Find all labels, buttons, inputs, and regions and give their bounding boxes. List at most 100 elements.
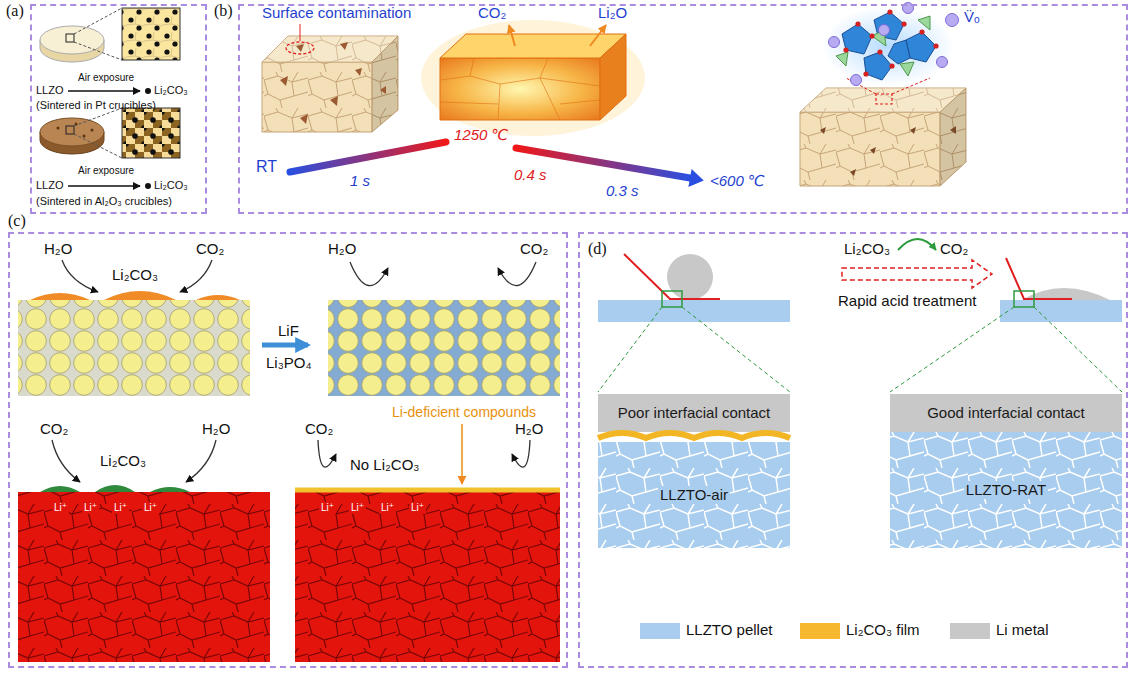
sintered-block [800,112,940,186]
contaminated-pellet [196,295,240,300]
sintered-block [870,147,876,154]
contaminated-block [262,62,372,132]
wetting-scene [598,307,662,392]
crystal-structure [863,71,868,76]
sintered-block [910,127,916,134]
wetting-scene [682,307,790,392]
heated-block [421,20,645,136]
layer-label: Poor interfacial contact [618,404,771,421]
ion-label: Li⁺ [82,502,99,514]
crystal-structure [843,47,848,52]
panel-frame: (b) [238,4,1128,214]
contaminated-block [330,96,338,106]
contaminated-block [262,24,398,132]
crystal-structure [822,3,959,87]
heating-profile [688,169,703,187]
callout-label: Li-deficient compounds [392,404,536,420]
electrolyte-cross-section [40,486,80,492]
treatment-arrow [842,239,992,288]
electrolyte-cross-section [95,485,135,492]
temperature-label: 1250 ℃ [454,126,508,143]
gas-formula: CO₂ [40,420,68,437]
crystal-structure [937,57,948,68]
electrolyte-block: Li⁺Li⁺Li⁺Li⁺ [295,492,560,662]
contaminated-block [340,42,348,50]
ion-label: Li⁺ [349,502,366,514]
crystal-structure [901,21,906,26]
wetting-scene [598,442,790,548]
wetting-scene [598,300,790,322]
panel-label: (b) [214,2,233,20]
product-formula: Li₂CO₃ [154,84,188,97]
heated-block [590,25,606,46]
electrolyte-cross-section [295,488,560,493]
gas-formula: CO₂ [305,420,333,437]
crystal-structure [829,3,948,86]
electrolyte-block: Li⁺Li⁺Li⁺Li⁺ [18,492,270,662]
additive-arrow [262,343,308,348]
crystal-structure [836,16,930,76]
wetting-scene [1000,300,1122,322]
wetting-scene [890,432,1122,548]
defect-symbol: V̈ₒ [964,8,980,25]
temperature-label: <600 ℃ [710,172,765,189]
heated-block [440,58,600,120]
process-note: Rapid acid treatment [838,292,976,309]
time-label: 0.3 s [606,182,639,199]
sintered-block [820,127,826,134]
contaminated-pellet [18,260,250,396]
heated-block [440,34,626,58]
li-metal-layer: Poor interfacial contact [598,394,790,432]
electrolyte-cross-section [318,440,336,467]
reaction-arrow [68,90,140,91]
sintered-block [876,94,892,104]
time-label: 0.4 s [514,166,547,183]
gas-formula: CO₂ [940,240,968,257]
electrolyte-cross-section [18,424,560,662]
crystal-structure [889,63,894,68]
gas-formula: Li₂O [598,4,627,21]
ion-label: Li⁺ [112,502,129,514]
crystal-structure [829,37,840,48]
legend-label: LLZTO pellet [686,621,772,638]
crystal-structure [843,9,938,76]
panel-label: (a) [6,2,24,20]
material-label: LLZO [36,84,64,97]
pellet-alumina [74,134,122,158]
protected-pellet [328,300,560,396]
crystal-structure [877,49,882,54]
wetting-scene [890,394,1122,432]
electrolyte-cross-section [512,440,530,467]
contaminated-block [355,68,362,76]
pellet-pt [74,42,122,60]
electrolyte-cross-section [150,487,190,492]
callout-label: Surface contamination [262,4,411,21]
additive-formula: Li₃PO₄ [266,354,312,371]
wetting-scene [1014,291,1034,307]
pellet-pt [40,8,180,62]
additive-arrow [262,345,308,346]
sintered-block [850,169,856,176]
product-formula: Li₂CO₃ [100,452,146,469]
crystal-structure [879,25,890,36]
crystal-structure [900,62,914,76]
crystal-structure [851,75,862,86]
ion-label: Li⁺ [379,502,396,514]
reaction-arrow [145,88,151,94]
contaminated-pellet [30,293,90,300]
product-formula: No Li₂CO₃ [350,456,419,473]
wetting-scene [598,394,790,432]
product-formula: Li₂CO₃ [154,179,188,192]
protected-pellet [498,262,536,286]
contaminated-block [296,44,304,52]
treatment-arrow [842,260,992,288]
contaminated-block [286,42,314,54]
contaminated-block [280,76,288,86]
legend-swatch [640,623,680,639]
panel-label: (c) [8,212,26,230]
crystal-structure [842,12,936,80]
contaminated-pellet [18,300,250,396]
crystal-structure [888,40,910,64]
gas-formula: H₂O [515,420,543,437]
layer-label: LLZTO-air [658,486,730,503]
